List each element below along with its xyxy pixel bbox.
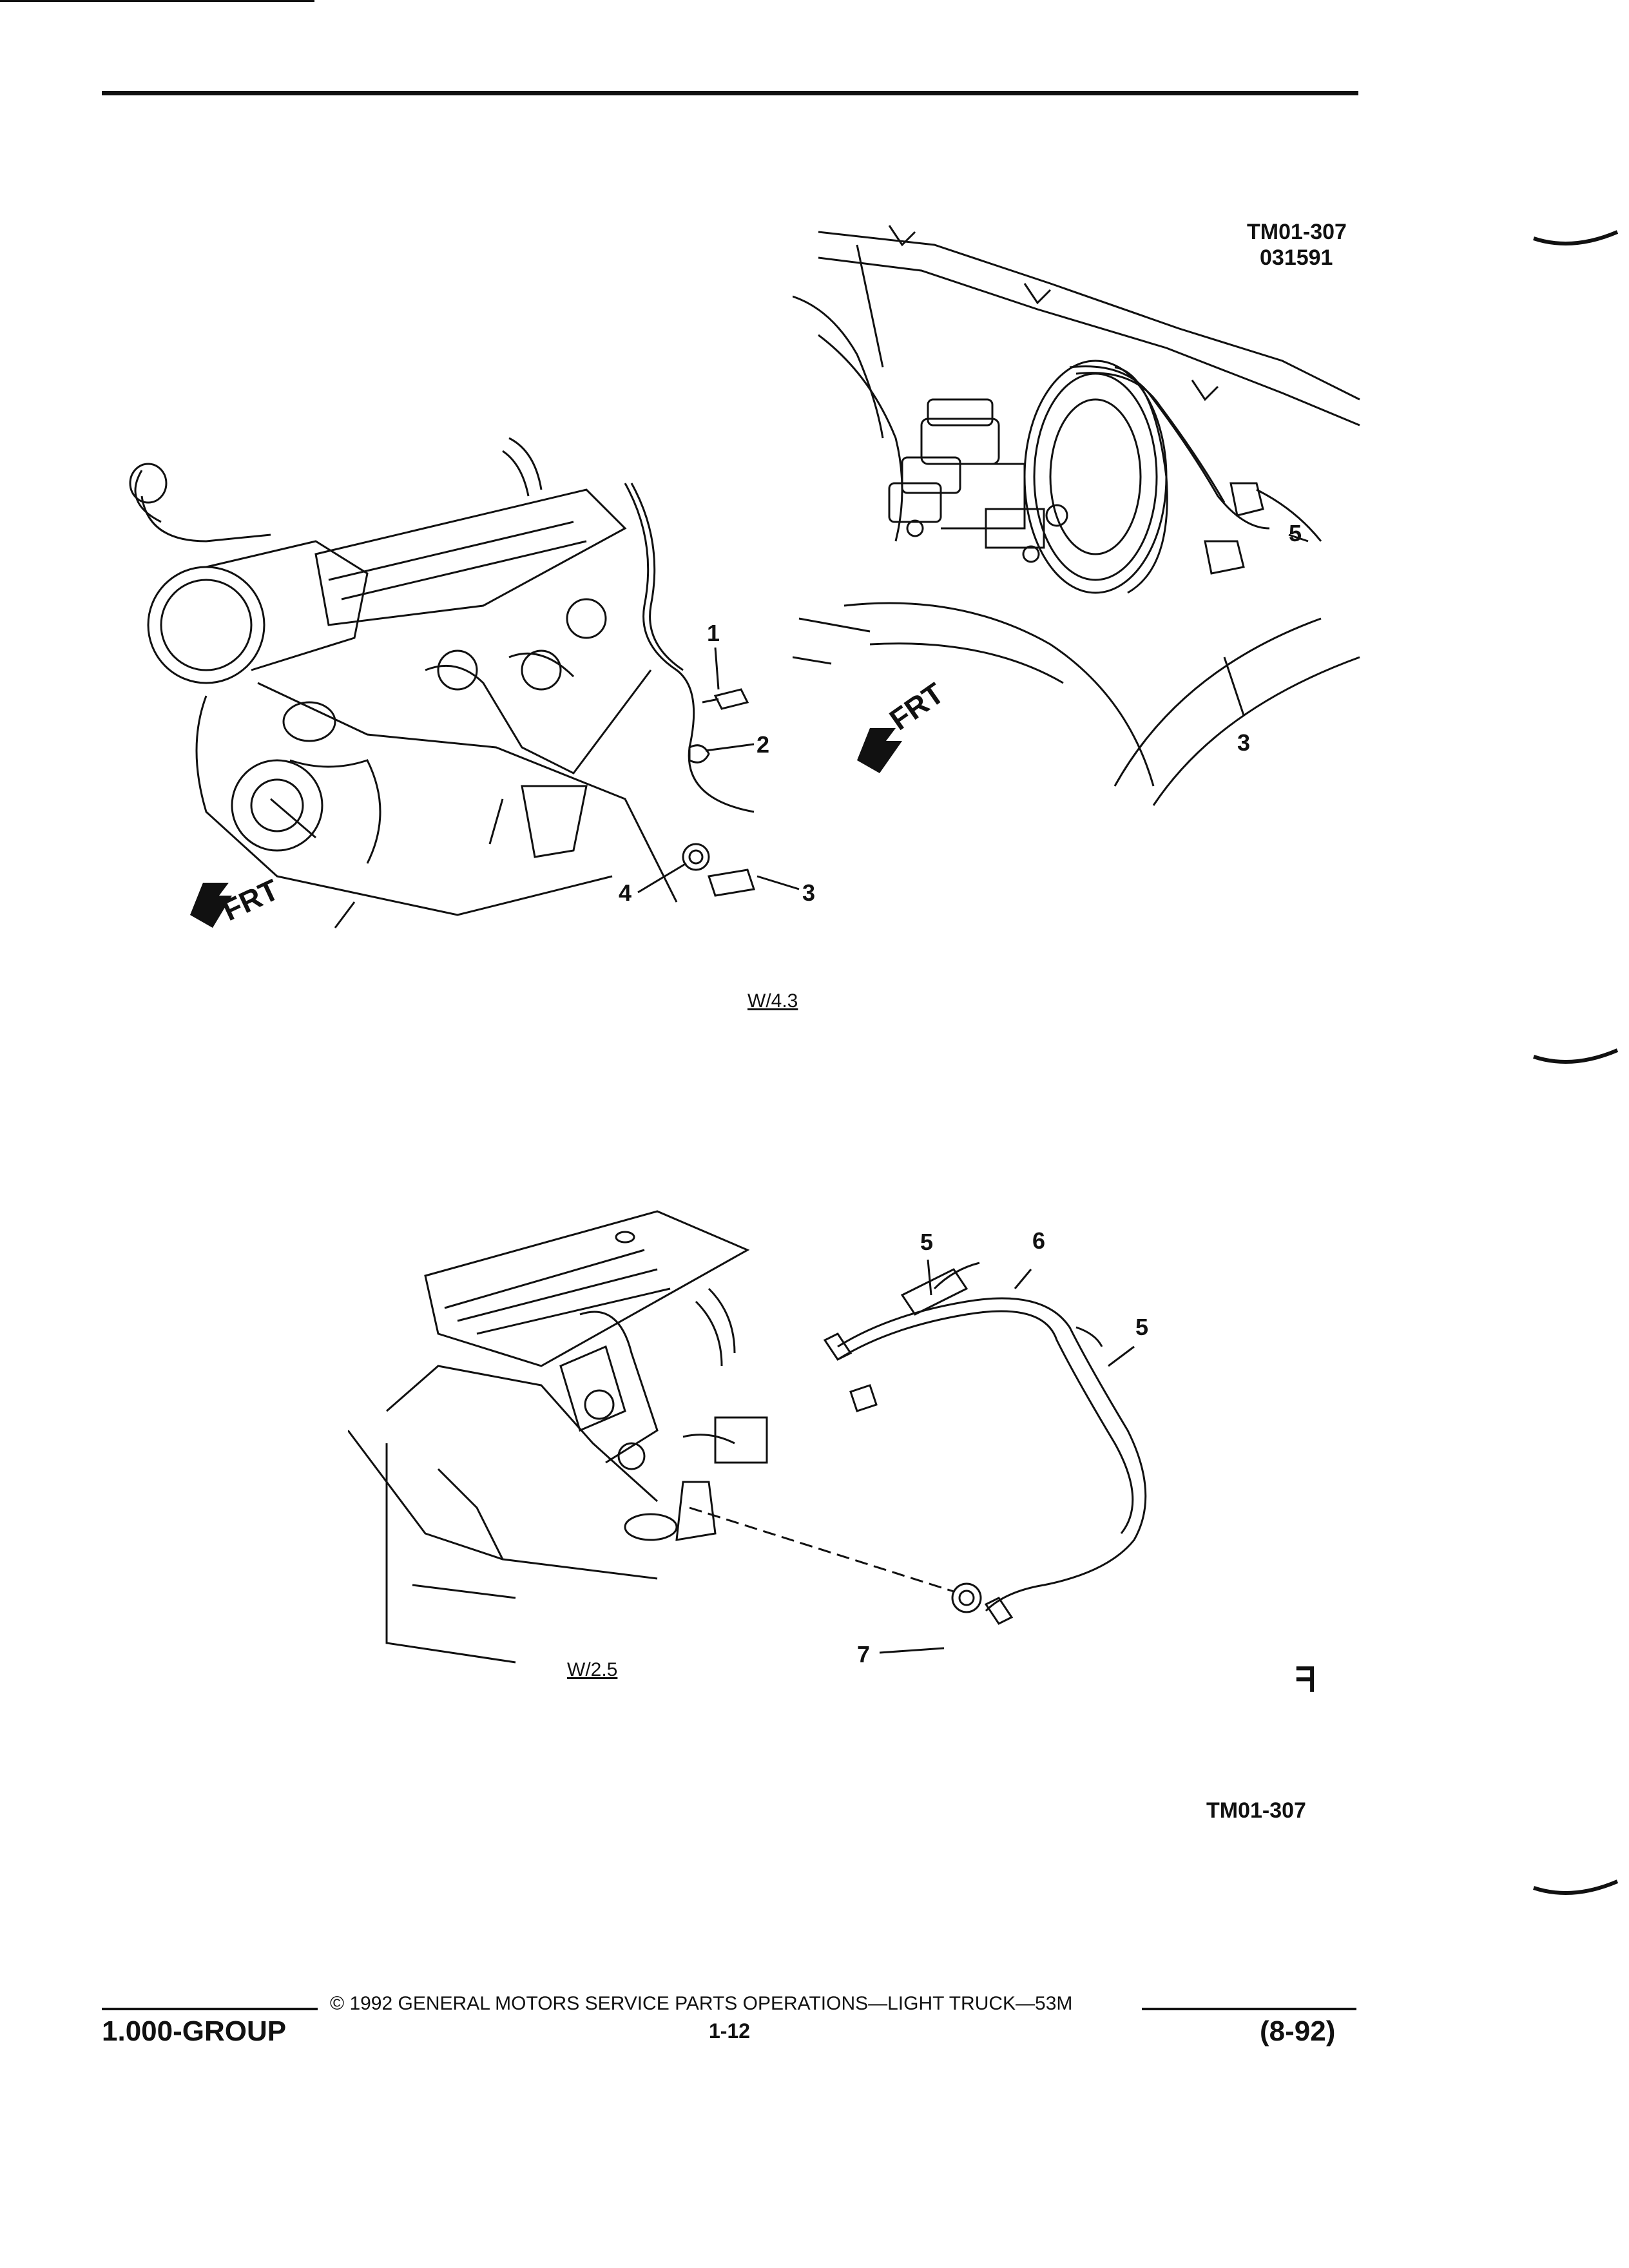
callout-2: 2 — [757, 731, 769, 758]
brake-booster-illustration: FRT 5 3 — [793, 225, 1360, 806]
footer-date: (8-92) — [1260, 2015, 1336, 2047]
callout-5-b: 5 — [1135, 1314, 1148, 1340]
figure-ref: TM01-307 — [1206, 1798, 1306, 1823]
footer-copyright: © 1992 GENERAL MOTORS SERVICE PARTS OPER… — [330, 1993, 1073, 2014]
scan-edge-mark — [0, 0, 314, 2]
engine-2-5-illustration: 5 6 5 7 — [348, 1210, 1148, 1667]
figure-ref-date: 031591 — [1260, 245, 1333, 270]
front-label: FRT — [883, 676, 950, 736]
footer-group: 1.000-GROUP — [102, 2015, 287, 2047]
callout-6: 6 — [1032, 1227, 1045, 1254]
footer-rule-right — [1142, 2008, 1356, 2010]
gm-logo-icon: ᖷ — [1295, 1661, 1315, 1700]
callout-5-a: 5 — [920, 1229, 933, 1255]
callout-4: 4 — [619, 879, 631, 906]
header-rule — [102, 91, 1358, 95]
front-label-left: FRT — [217, 872, 284, 927]
caption-2-5: W/2.5 — [567, 1659, 618, 1680]
front-arrow-icon — [857, 728, 902, 773]
binder-marks — [1533, 230, 1619, 1895]
callout-3: 3 — [1237, 729, 1250, 756]
callout-7: 7 — [857, 1641, 870, 1667]
callout-5: 5 — [1289, 520, 1302, 546]
footer-rule-left — [102, 2008, 318, 2010]
callout-1: 1 — [707, 620, 720, 646]
caption-4-3: W/4.3 — [747, 990, 798, 1012]
footer-page-number: 1-12 — [709, 2019, 751, 2042]
figure-ref-code: TM01-307 — [1247, 220, 1347, 244]
engine-4-3-illustration: FRT 1 2 3 4 — [129, 437, 815, 928]
callout-3-left: 3 — [802, 879, 815, 906]
